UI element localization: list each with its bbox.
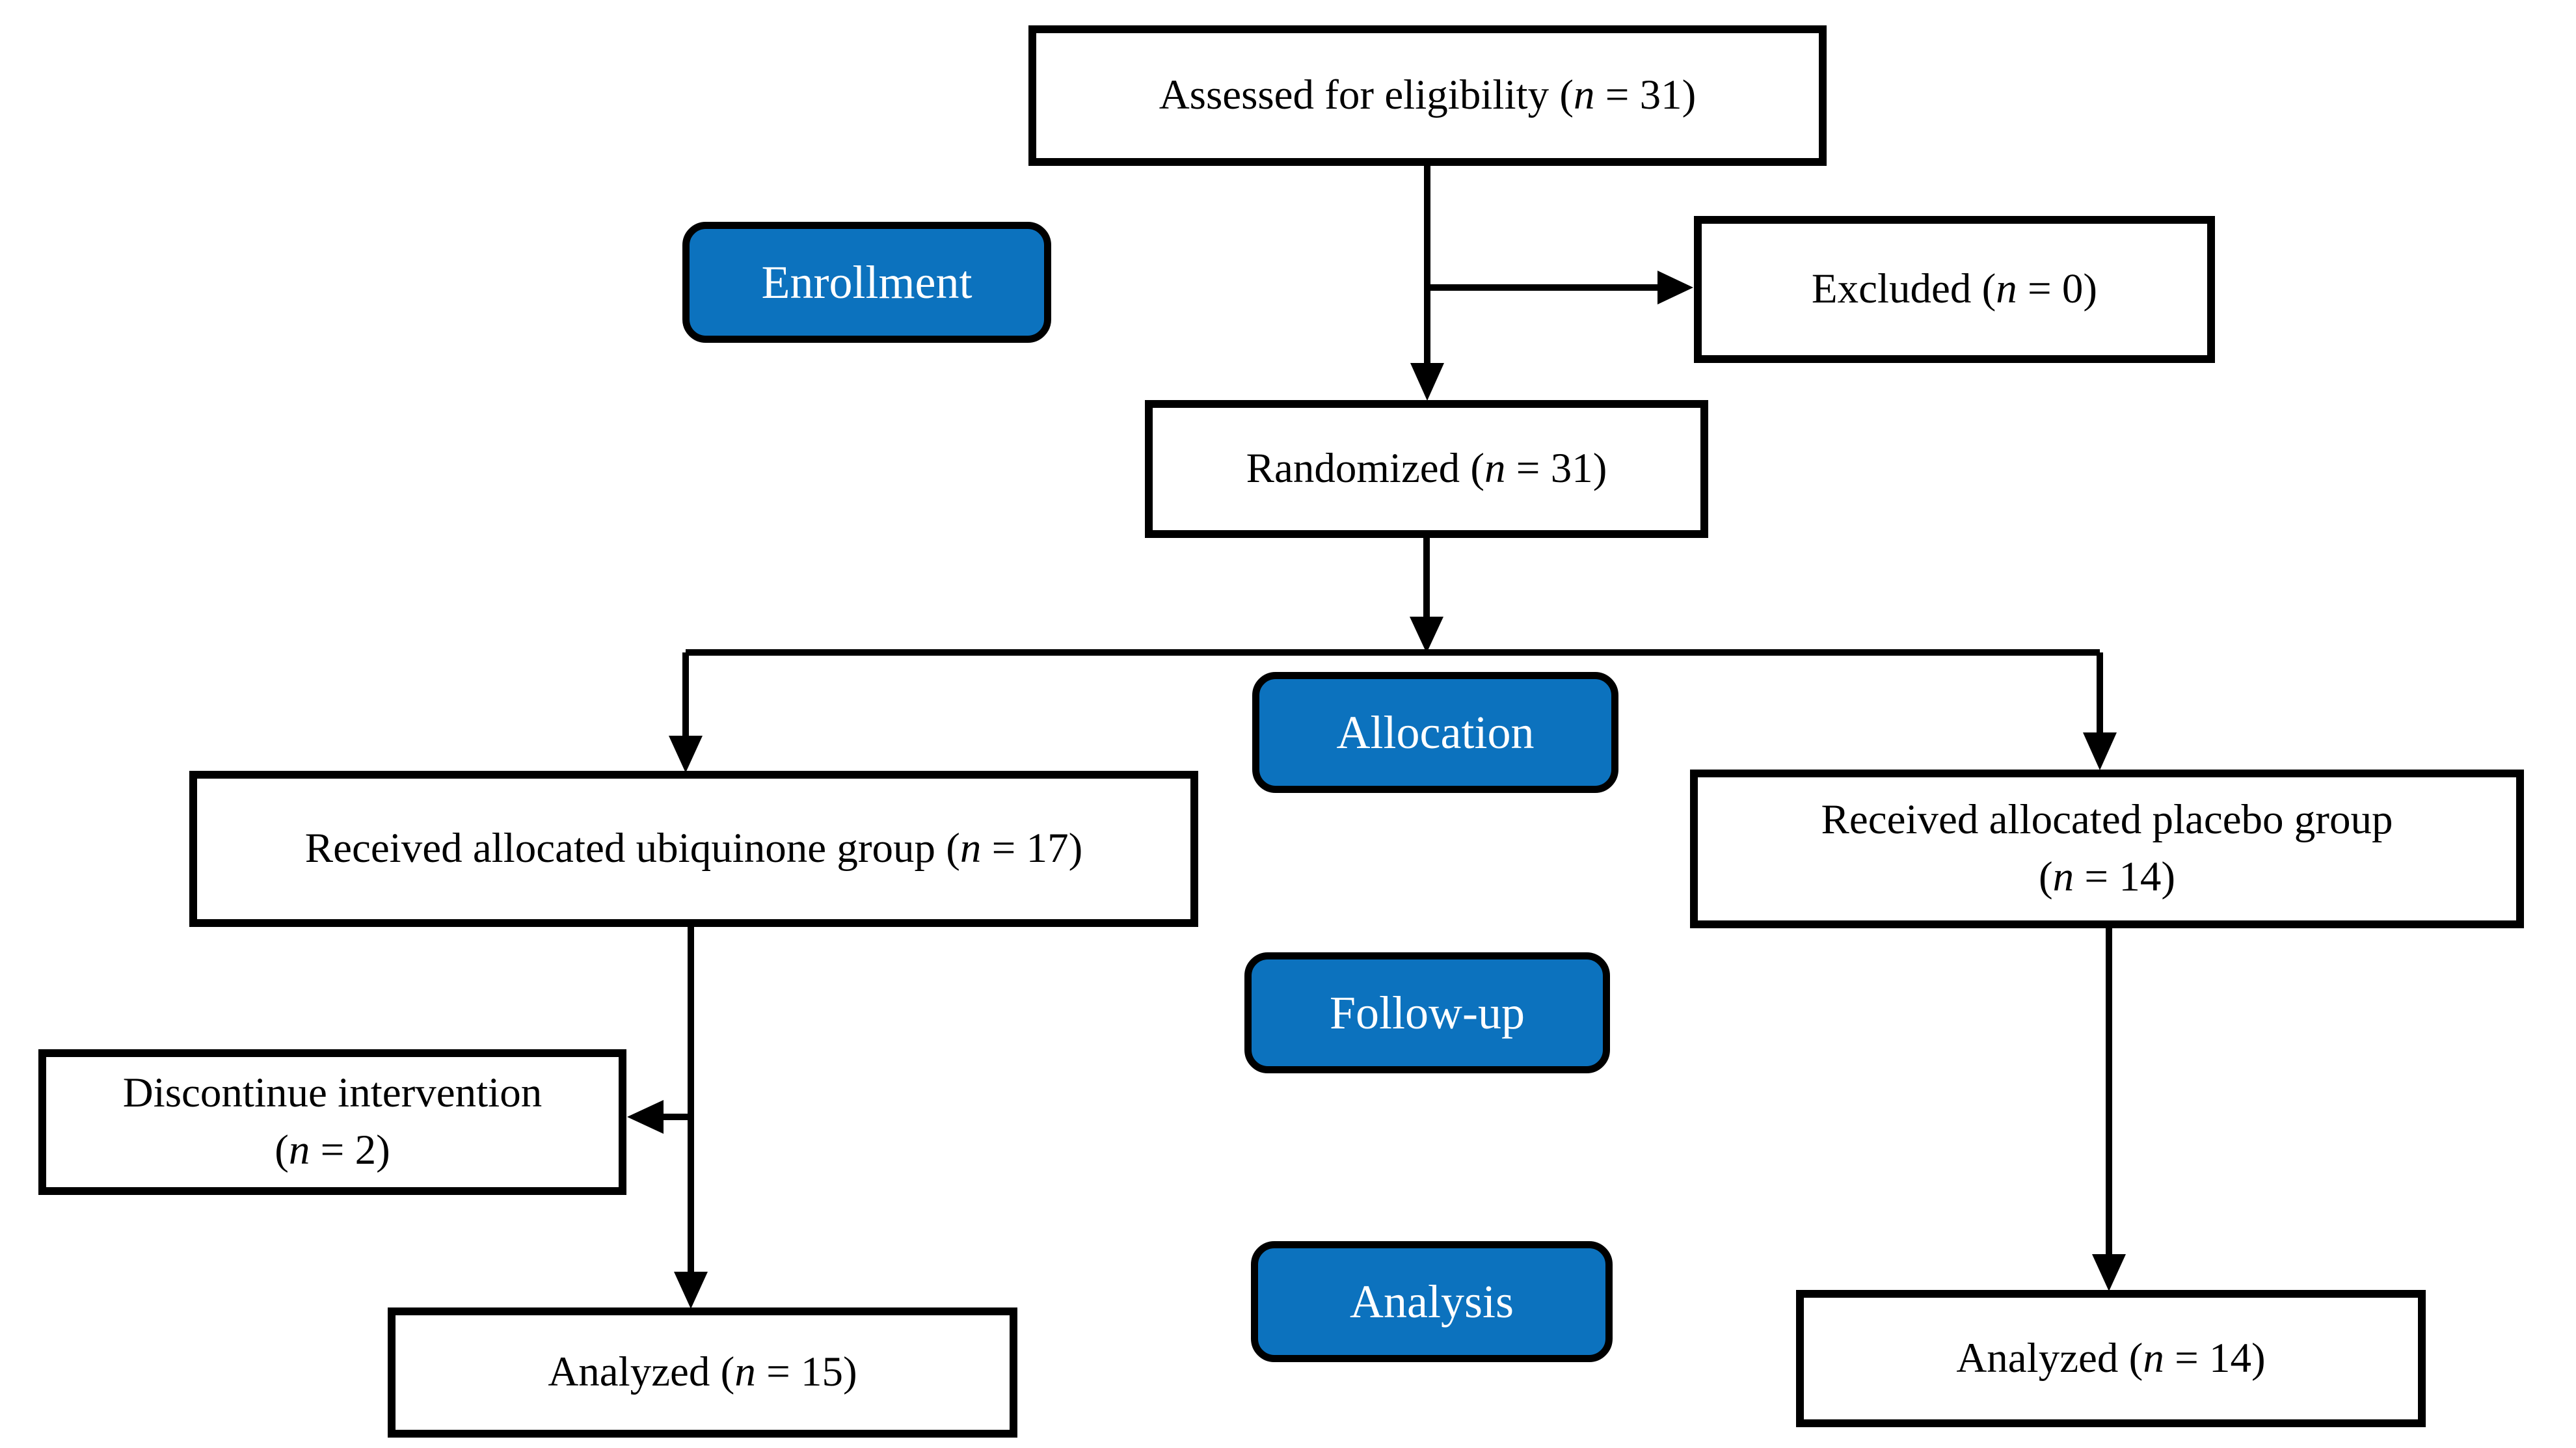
arrowhead-to-excluded (1657, 271, 1693, 304)
excluded-label: Excluded (n = 0) (1811, 265, 2098, 313)
analyzed-placebo-box: Analyzed (n = 14) (1796, 1290, 2426, 1427)
ubiquinone-group-box: Received allocated ubiquinone group (n =… (189, 771, 1198, 927)
placebo-group-label-line2: (n = 14) (2039, 853, 2175, 900)
stage-followup: Follow-up (1244, 952, 1610, 1073)
arrowhead-to-analyzed-ubiquinone (674, 1272, 708, 1309)
assessed-box: Assessed for eligibility (n = 31) (1028, 25, 1827, 166)
ubiquinone-group-label: Received allocated ubiquinone group (n =… (304, 825, 1083, 872)
analyzed-ubiquinone-label: Analyzed (n = 15) (548, 1348, 857, 1396)
arrowhead-to-discontinue (627, 1100, 664, 1134)
arrowhead-to-randomized (1410, 363, 1444, 401)
stage-allocation: Allocation (1252, 672, 1618, 793)
discontinue-box: Discontinue intervention (n = 2) (38, 1049, 626, 1195)
stage-analysis: Analysis (1251, 1241, 1613, 1362)
arrowhead-to-placebo (2083, 732, 2117, 770)
discontinue-label-line1: Discontinue intervention (122, 1069, 543, 1117)
placebo-group-label-line1: Received allocated placebo group (1821, 796, 2393, 844)
placebo-group-box: Received allocated placebo group (n = 14… (1690, 770, 2524, 928)
randomized-label: Randomized (n = 31) (1246, 445, 1607, 492)
discontinue-label-line2: (n = 2) (275, 1127, 390, 1173)
analyzed-placebo-label: Analyzed (n = 14) (1956, 1334, 2266, 1382)
arrowhead-at-split (1410, 617, 1443, 653)
arrowhead-to-analyzed-placebo (2092, 1254, 2126, 1291)
stage-followup-label: Follow-up (1329, 986, 1525, 1039)
randomized-box: Randomized (n = 31) (1145, 400, 1708, 538)
stage-analysis-label: Analysis (1350, 1275, 1514, 1328)
excluded-box: Excluded (n = 0) (1694, 216, 2215, 363)
stage-allocation-label: Allocation (1336, 706, 1535, 758)
stage-enrollment: Enrollment (682, 222, 1051, 343)
arrowhead-to-ubiquinone (669, 736, 703, 773)
assessed-label: Assessed for eligibility (n = 31) (1159, 72, 1697, 119)
analyzed-ubiquinone-box: Analyzed (n = 15) (388, 1307, 1017, 1438)
stage-enrollment-label: Enrollment (761, 256, 973, 308)
